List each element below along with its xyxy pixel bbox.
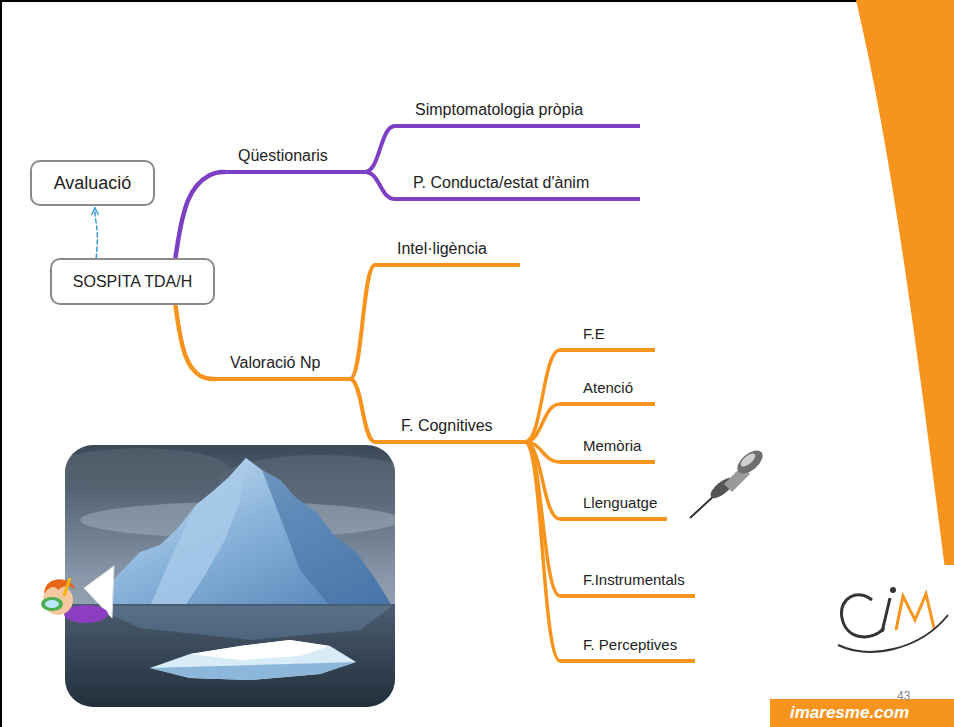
branch-node: Qüestionaris — [225, 147, 365, 174]
branch-line — [175, 172, 225, 258]
branch-line — [525, 350, 560, 442]
node-text: Valoració Np — [230, 354, 320, 372]
node-text: Intel·ligència — [397, 240, 487, 258]
node-text: F. Cognitives — [401, 417, 493, 435]
node-text: F.E — [583, 325, 605, 342]
rounded-box: SOSPITA TDA/H — [50, 258, 215, 305]
node-text: Llenguatge — [583, 494, 657, 511]
branch-line — [525, 442, 560, 661]
side-band — [856, 0, 954, 640]
footer-band — [770, 699, 954, 727]
label-text: imaresme.com — [790, 703, 909, 723]
node-text: Memòria — [583, 437, 641, 454]
node-text: Simptomatologia pròpia — [415, 101, 583, 119]
dashed-arrow — [95, 208, 97, 258]
branch-line — [350, 265, 375, 379]
branch-node: Simptomatologia pròpia — [395, 101, 640, 128]
branch-node: Memòria — [560, 437, 655, 464]
branch-node: Atenció — [560, 379, 655, 406]
branch-node: Llenguatge — [560, 494, 667, 521]
label-text: 43 — [897, 689, 910, 703]
page-number: 43 — [897, 686, 910, 704]
iceberg-photo — [65, 445, 395, 707]
branch-line — [350, 379, 375, 442]
branch-line — [365, 172, 395, 199]
push-pin — [690, 446, 767, 518]
node-text: F. Perceptives — [583, 636, 677, 653]
branch-node: F.Instrumentals — [560, 571, 695, 598]
branch-line — [365, 126, 395, 172]
branch-node: F.E — [560, 325, 655, 352]
branch-node: F. Perceptives — [560, 636, 695, 663]
branch-line — [525, 442, 560, 596]
node-text: Qüestionaris — [238, 147, 328, 165]
node-text: SOSPITA TDA/H — [73, 273, 192, 291]
branch-line — [525, 404, 560, 442]
frame-line — [0, 0, 2, 727]
node-text: F.Instrumentals — [583, 571, 685, 588]
node-text: Avaluació — [54, 173, 132, 194]
branch-node: Valoració Np — [215, 354, 350, 381]
logo — [828, 565, 954, 665]
branch-node: Intel·ligència — [375, 240, 520, 267]
footer-url: imaresme.com — [790, 703, 909, 723]
node-text: Atenció — [583, 379, 633, 396]
branch-line — [175, 305, 215, 379]
branch-node: P. Conducta/estat d'ànim — [395, 174, 640, 201]
diver-cartoon — [41, 566, 114, 623]
node-text: P. Conducta/estat d'ànim — [413, 174, 589, 192]
branch-node: F. Cognitives — [375, 417, 525, 444]
rounded-box: Avaluació — [30, 160, 155, 206]
frame-line — [0, 0, 954, 2]
